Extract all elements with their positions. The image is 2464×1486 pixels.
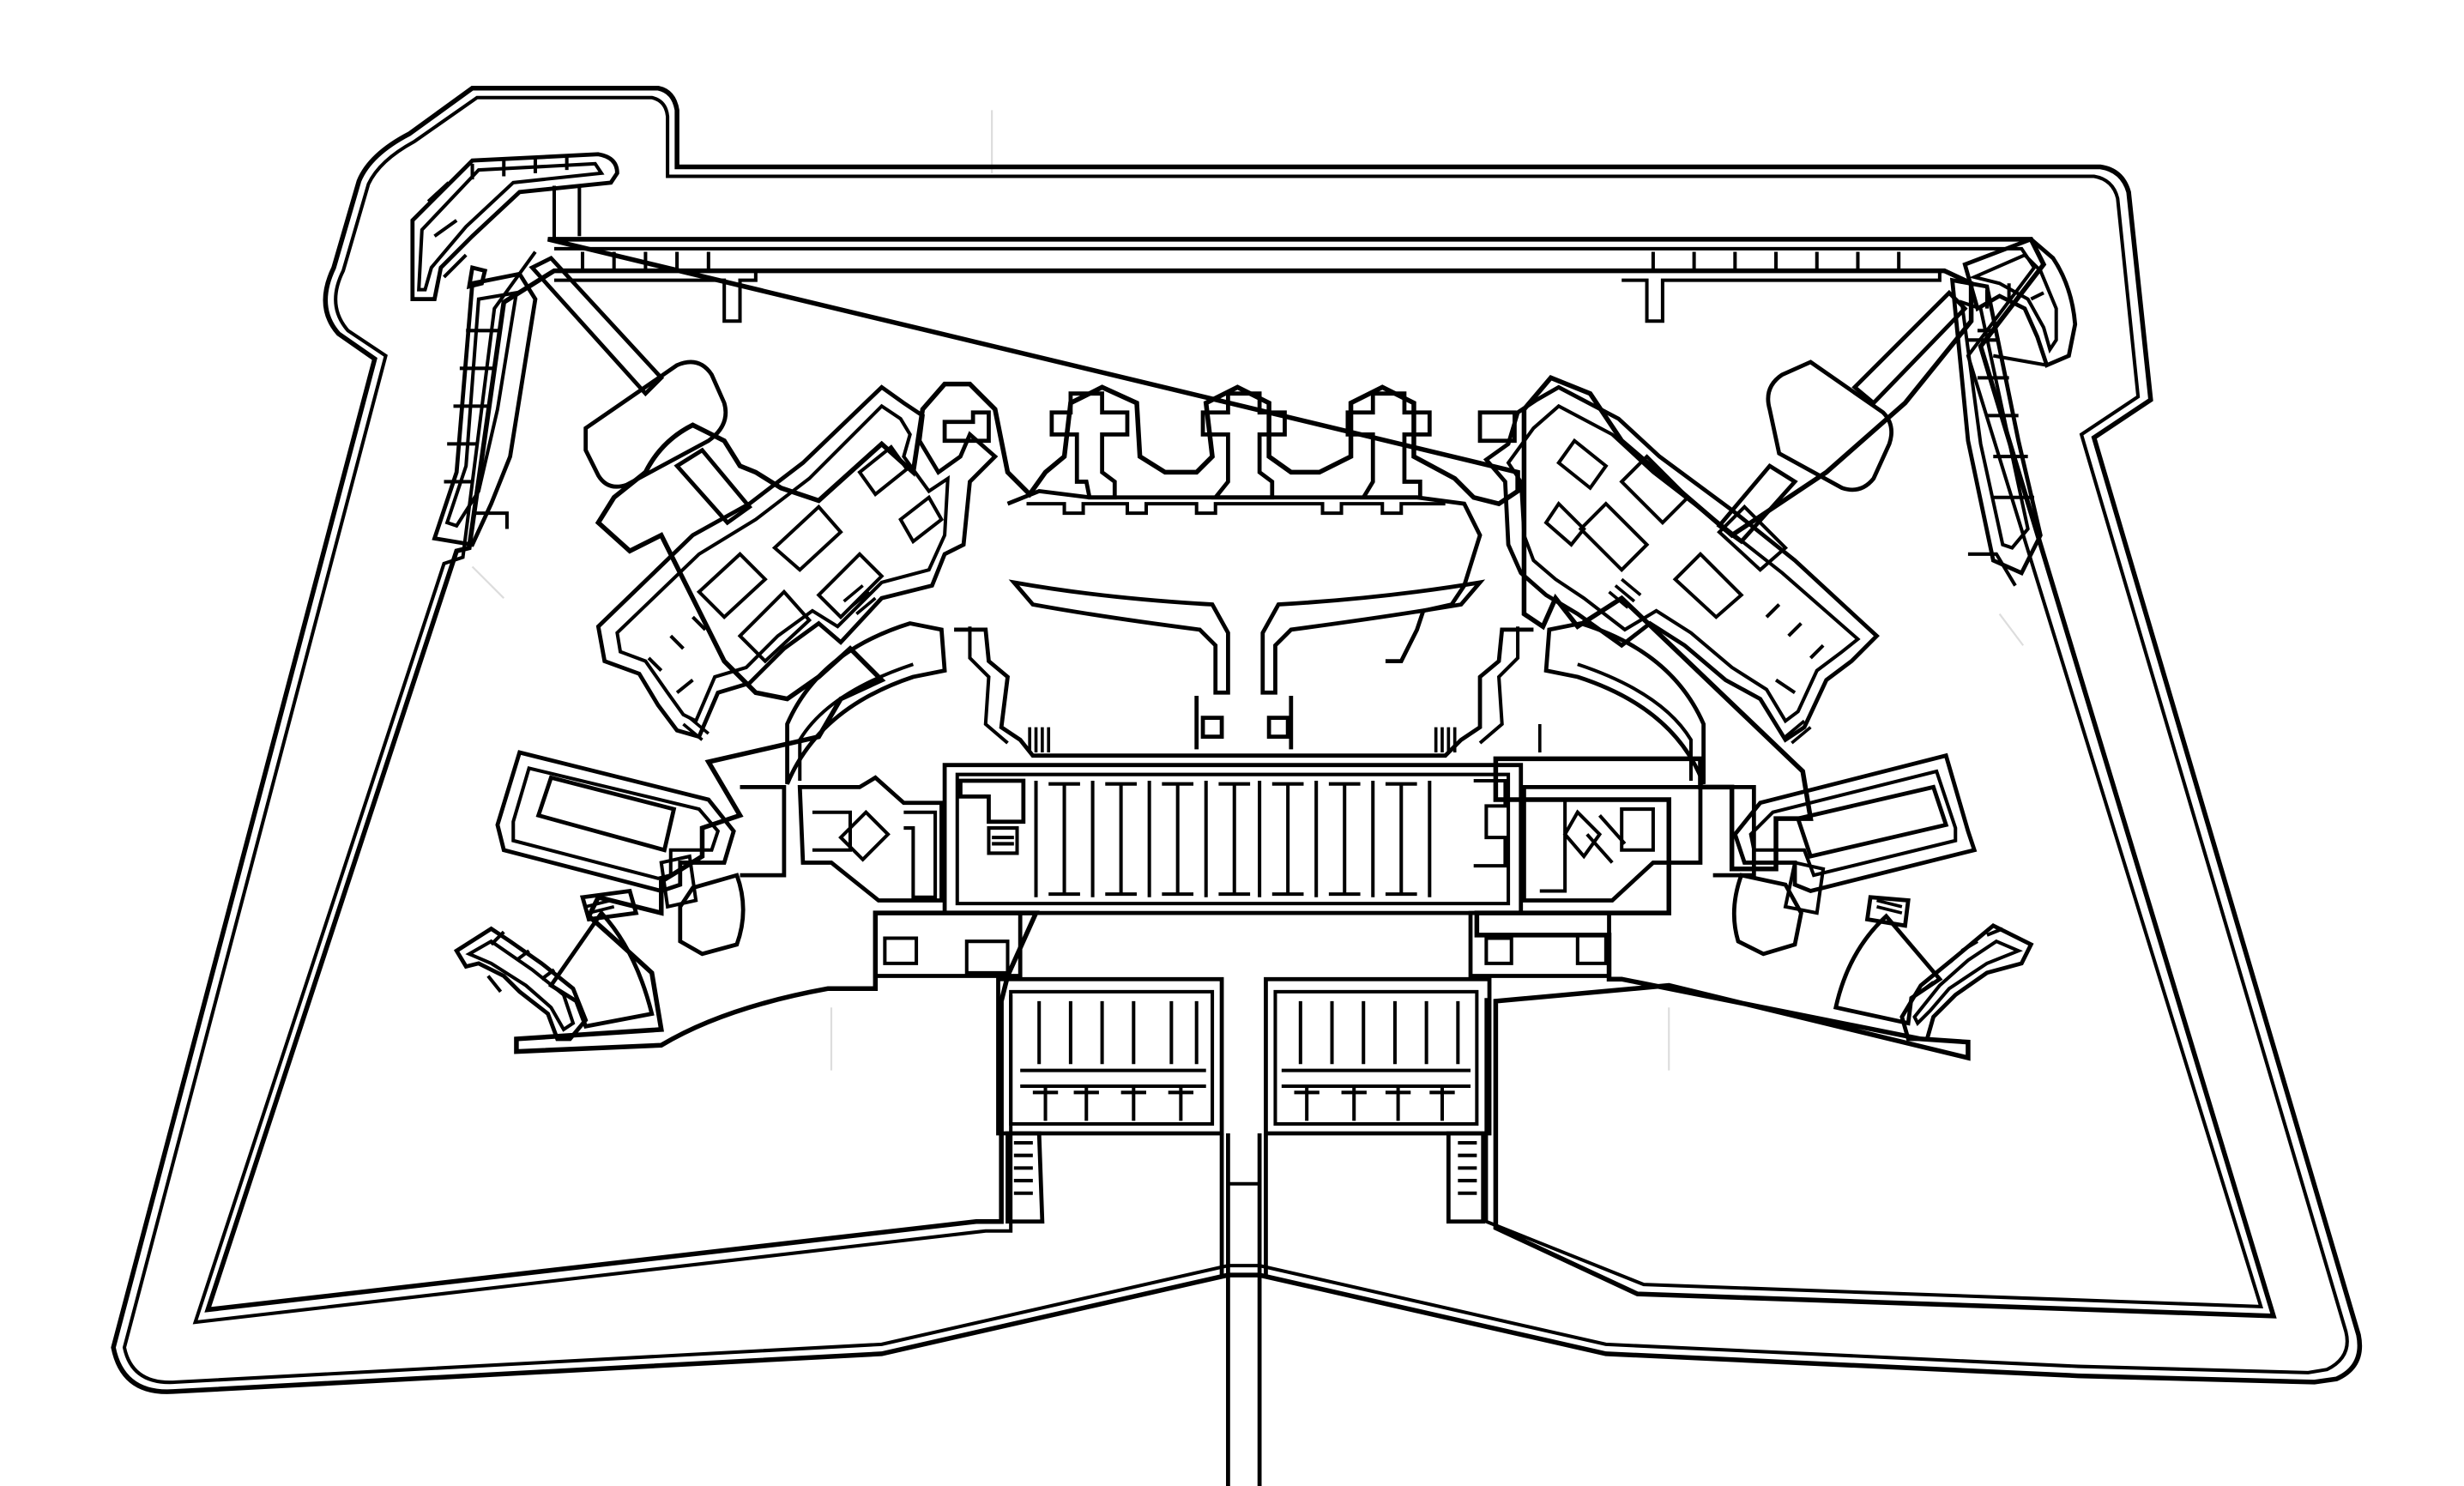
west-grid-side-rooms bbox=[797, 775, 944, 903]
central-hall bbox=[785, 579, 1706, 785]
northeast-bastion bbox=[1962, 237, 2078, 368]
south-cell-blocks bbox=[996, 976, 1492, 1136]
east-cistern-building bbox=[1731, 752, 1978, 957]
northwest-bastion bbox=[410, 152, 619, 301]
east-diagonal-wing bbox=[1477, 384, 1880, 743]
southeast-detached-wing bbox=[1833, 895, 2034, 1042]
west-flank-rooms bbox=[432, 271, 538, 547]
northeast-pavilion bbox=[1716, 289, 1968, 545]
west-cistern-building bbox=[495, 750, 746, 957]
inner-courtyard-wall bbox=[192, 246, 2264, 1325]
stair-hatches bbox=[585, 577, 1903, 915]
construction-guide-lines bbox=[471, 110, 2025, 1071]
main-cell-block bbox=[942, 763, 1524, 915]
west-diagonal-wing bbox=[595, 384, 999, 740]
east-flank-rooms bbox=[1949, 277, 2043, 587]
southwest-detached-wing bbox=[453, 888, 655, 1042]
east-grid-side-rooms bbox=[1522, 784, 1703, 903]
outer-perimeter-wall bbox=[111, 85, 2363, 1394]
south-gate-entrance bbox=[1006, 1131, 1486, 1486]
northwest-pavilion bbox=[528, 255, 753, 526]
north-chapels bbox=[1006, 391, 1483, 663]
north-wall-chambers bbox=[553, 251, 1942, 323]
